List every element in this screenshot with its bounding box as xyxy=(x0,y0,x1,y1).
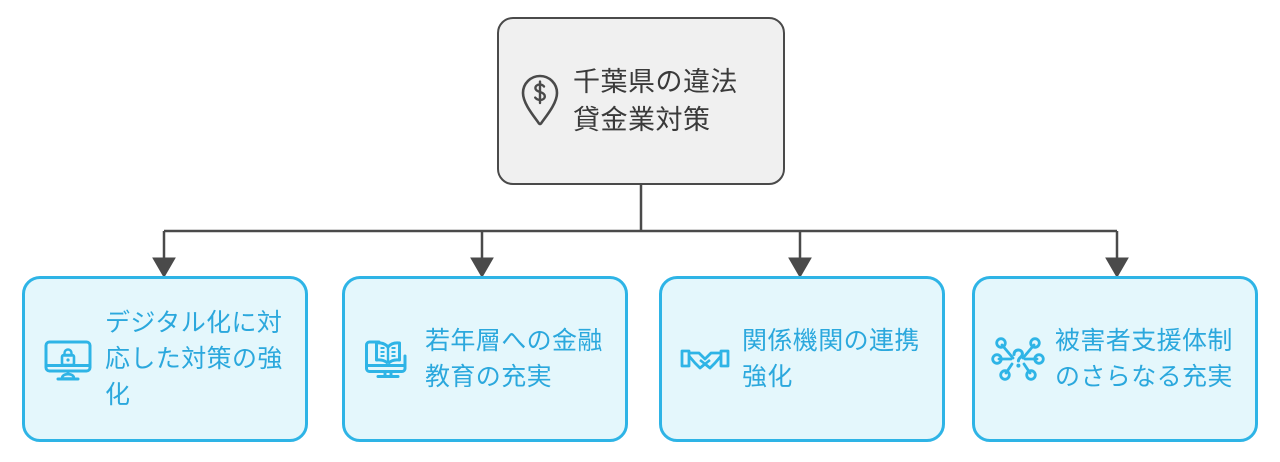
child-node-4-label: 被害者支援体制のさらなる充実 xyxy=(1055,326,1233,391)
arrowhead-3 xyxy=(788,257,812,278)
monitor-book-icon xyxy=(361,332,415,386)
child-node-2[interactable]: 若年層への金融教育の充実 xyxy=(342,276,628,442)
child-node-3[interactable]: 関係機関の連携強化 xyxy=(659,276,945,442)
handshake-icon xyxy=(678,332,732,386)
child-node-1[interactable]: デジタル化に対応した対策の強化 xyxy=(22,276,308,442)
child-node-3-label: 関係機関の連携強化 xyxy=(742,326,920,391)
arrowhead-1 xyxy=(152,257,176,278)
arrowhead-4 xyxy=(1105,257,1129,278)
child-node-2-label: 若年層への金融教育の充実 xyxy=(425,326,603,391)
map-pin-dollar-icon xyxy=(517,73,563,129)
child-node-4[interactable]: 被害者支援体制のさらなる充実 xyxy=(972,276,1258,442)
network-nodes-icon xyxy=(991,332,1045,386)
monitor-lock-icon xyxy=(41,332,95,386)
root-node-label: 千葉県の違法貸金業対策 xyxy=(573,66,738,135)
root-node[interactable]: 千葉県の違法貸金業対策 xyxy=(497,17,785,185)
arrowhead-2 xyxy=(470,257,494,278)
child-node-1-label: デジタル化に対応した対策の強化 xyxy=(105,308,283,410)
